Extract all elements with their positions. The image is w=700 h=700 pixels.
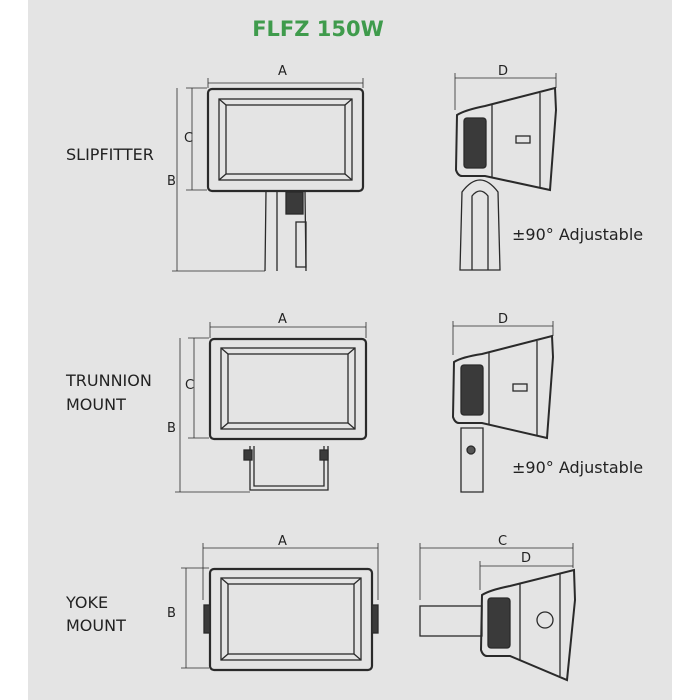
section-label-mount: MOUNT bbox=[66, 395, 126, 414]
trunnion-side-view bbox=[451, 321, 555, 493]
section-label-trunnion: TRUNNION bbox=[66, 371, 152, 390]
section-label-yoke: YOKE bbox=[66, 593, 109, 612]
yoke-front-view bbox=[181, 543, 379, 672]
dim-c-label: C bbox=[498, 534, 508, 549]
dim-c-label: C bbox=[184, 131, 194, 146]
dim-d-label: D bbox=[498, 64, 509, 79]
product-title: FLFZ 150W bbox=[252, 17, 384, 41]
dim-d-label: D bbox=[498, 312, 509, 327]
diagram-panel bbox=[28, 0, 672, 700]
dim-a-label: A bbox=[278, 312, 287, 327]
section-label-slipfitter: SLIPFITTER bbox=[66, 145, 154, 164]
dim-d-label: D bbox=[521, 551, 532, 566]
dim-b-label: B bbox=[167, 606, 176, 621]
slipfitter-front-view bbox=[172, 78, 365, 272]
dim-a-label: A bbox=[278, 534, 287, 549]
dim-c-label: C bbox=[185, 378, 195, 393]
dim-b-label: B bbox=[167, 174, 176, 189]
slipfitter-side-view bbox=[454, 73, 558, 271]
adjustable-note: ±90° Adjustable bbox=[512, 458, 644, 477]
adjustable-note: ±90° Adjustable bbox=[512, 225, 644, 244]
yoke-side-view bbox=[419, 543, 577, 682]
trunnion-front-view bbox=[175, 322, 368, 493]
dim-b-label: B bbox=[167, 421, 176, 436]
section-label-mount: MOUNT bbox=[66, 616, 126, 635]
dim-a-label: A bbox=[278, 64, 287, 79]
